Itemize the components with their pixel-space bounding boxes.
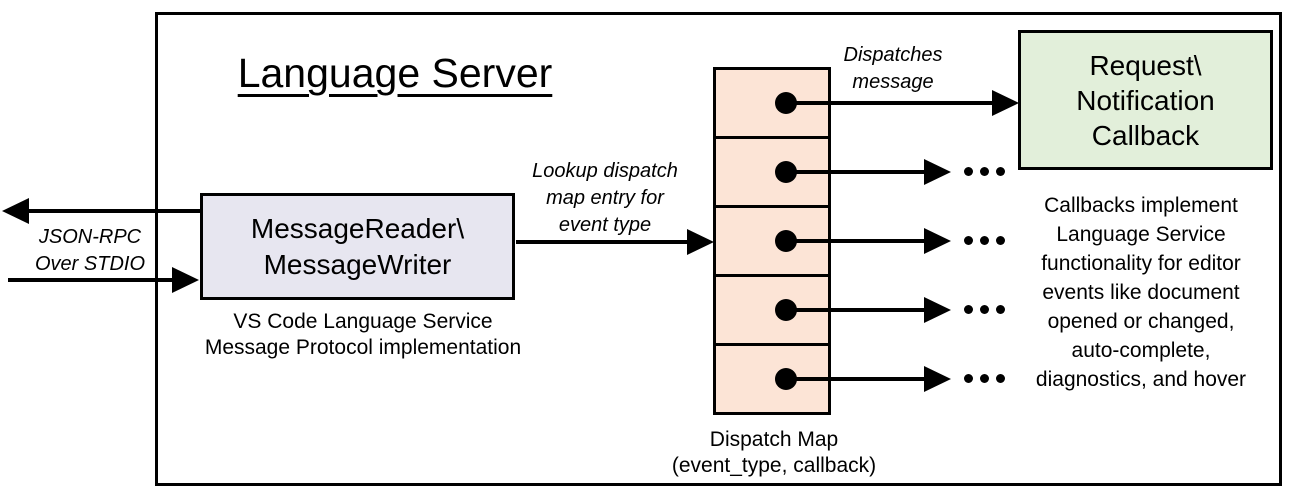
dispatch-arrow-head — [924, 297, 951, 323]
language-server-boundary-box — [155, 12, 1282, 486]
lookup-arrow-head — [687, 229, 714, 255]
callbacks-note-line5: opened or changed, — [1047, 310, 1235, 333]
ellipsis-dot — [964, 167, 973, 176]
callback-box-line2: Notification — [1076, 84, 1215, 116]
callbacks-note-line3: functionality for editor — [1041, 252, 1241, 275]
ellipsis-dot — [964, 374, 973, 383]
outbound-arrow-line — [24, 209, 200, 213]
lookup-dispatch-label: Lookup dispatch map entry for event type — [510, 158, 700, 239]
dispatch-arrow-head — [924, 159, 951, 185]
map-caption-line1: Dispatch Map — [709, 428, 839, 451]
dispatch-arrow-line — [786, 377, 925, 381]
dispatches-label-line1: Dispatches — [843, 44, 943, 66]
dispatch-arrow-line — [786, 308, 925, 312]
more-callbacks-ellipsis — [964, 305, 1005, 314]
inbound-arrow-head — [172, 267, 199, 293]
callbacks-note: Callbacks implement Language Service fun… — [1008, 191, 1274, 394]
jsonrpc-stdio-label: JSON-RPC Over STDIO — [10, 224, 170, 278]
lookup-label-line1: Lookup dispatch — [532, 160, 678, 182]
jsonrpc-label-line2: Over STDIO — [34, 253, 145, 275]
dispatch-arrow-head — [924, 366, 951, 392]
more-callbacks-ellipsis — [964, 374, 1005, 383]
message-reader-writer-box: MessageReader\ MessageWriter — [200, 193, 515, 300]
reader-caption: VS Code Language Service Message Protoco… — [193, 309, 533, 361]
ellipsis-dot — [996, 167, 1005, 176]
callbacks-note-line6: auto-complete, — [1071, 339, 1211, 362]
callbacks-note-line4: events like document — [1042, 281, 1240, 304]
dispatches-label-line2: message — [852, 71, 934, 93]
dispatch-map-caption: Dispatch Map (event_type, callback) — [644, 427, 904, 479]
reader-box-line2: MessageWriter — [263, 248, 452, 280]
map-caption-line2: (event_type, callback) — [671, 454, 877, 477]
lookup-label-line3: event type — [558, 214, 652, 236]
dispatch-arrow-line — [786, 170, 925, 174]
reader-caption-line2: Message Protocol implementation — [204, 336, 522, 359]
more-callbacks-ellipsis — [964, 167, 1005, 176]
more-callbacks-ellipsis — [964, 236, 1005, 245]
callback-box-line1: Request\ — [1089, 49, 1202, 81]
inbound-arrow-line — [8, 278, 174, 282]
ellipsis-dot — [996, 374, 1005, 383]
reader-caption-line1: VS Code Language Service — [233, 310, 493, 333]
dispatch-arrow-line — [786, 101, 994, 105]
jsonrpc-label-line1: JSON-RPC — [38, 226, 142, 248]
dispatch-arrow-head — [924, 228, 951, 254]
request-notification-callback-box: Request\ Notification Callback — [1018, 30, 1273, 170]
callbacks-note-line7: diagnostics, and hover — [1035, 368, 1247, 391]
ellipsis-dot — [980, 305, 989, 314]
dispatch-arrow-head — [992, 90, 1019, 116]
ellipsis-dot — [980, 236, 989, 245]
callbacks-note-line1: Callbacks implement — [1044, 194, 1238, 217]
lookup-label-line2: map entry for — [546, 187, 664, 209]
outbound-arrow-head — [2, 198, 29, 224]
dispatches-message-label: Dispatches message — [828, 42, 958, 96]
callback-box-line3: Callback — [1091, 119, 1200, 151]
reader-box-line1: MessageReader\ — [250, 212, 465, 244]
dispatch-arrow-line — [786, 239, 925, 243]
lookup-arrow-line — [516, 240, 688, 244]
ellipsis-dot — [996, 236, 1005, 245]
diagram-title: Language Server — [237, 50, 553, 96]
ellipsis-dot — [964, 305, 973, 314]
ellipsis-dot — [980, 374, 989, 383]
ellipsis-dot — [964, 236, 973, 245]
ellipsis-dot — [996, 305, 1005, 314]
ellipsis-dot — [980, 167, 989, 176]
callbacks-note-line2: Language Service — [1056, 223, 1226, 246]
